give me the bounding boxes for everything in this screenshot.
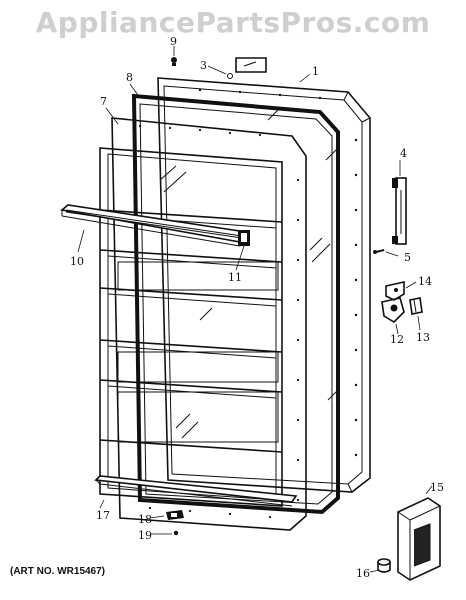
art-number: (ART NO. WR15467) <box>10 566 106 577</box>
lock-cam <box>381 297 405 324</box>
callout-4: 4 <box>400 147 407 160</box>
outer-door-panel <box>157 77 371 493</box>
bottom-screw <box>173 530 179 536</box>
bottom-trim-strip <box>94 475 298 507</box>
callout-15: 15 <box>430 481 444 494</box>
door-gasket <box>131 93 340 515</box>
callout-16: 16 <box>356 567 370 580</box>
door-latch <box>385 281 405 301</box>
callout-19: 19 <box>138 529 152 542</box>
inner-door-liner <box>99 117 307 531</box>
callout-12: 12 <box>390 333 404 346</box>
callout-13: 13 <box>416 331 430 344</box>
shelf-rail <box>60 204 248 247</box>
callout-3: 3 <box>200 59 207 72</box>
callout-1: 1 <box>312 65 319 78</box>
bottom-clip <box>166 510 184 520</box>
callout-7: 7 <box>100 95 107 108</box>
leader-lines <box>77 46 433 573</box>
hinge-cover <box>397 497 441 581</box>
callout-9: 9 <box>170 35 177 48</box>
top-hinge-parts <box>171 57 267 79</box>
callout-5: 5 <box>404 251 411 264</box>
callout-18: 18 <box>138 513 152 526</box>
rail-bracket <box>238 230 250 246</box>
callout-8: 8 <box>126 71 133 84</box>
lock-knob <box>409 297 423 315</box>
callout-17: 17 <box>96 509 110 522</box>
callout-10: 10 <box>70 255 84 268</box>
handle-screw <box>373 249 385 254</box>
callout-14: 14 <box>418 275 432 288</box>
site-watermark: AppliancePartsPros.com <box>35 6 431 39</box>
callout-11: 11 <box>228 271 242 284</box>
door-handle-bracket <box>392 177 407 245</box>
